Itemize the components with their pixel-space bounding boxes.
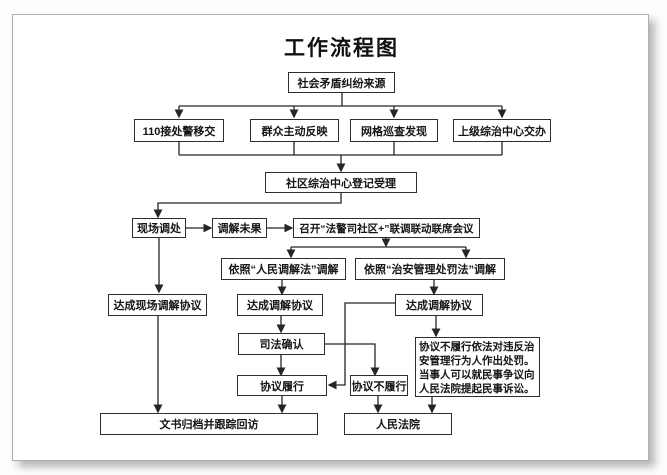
flow-node-court: 人民法院 bbox=[344, 413, 452, 435]
flow-node-agreement-right: 达成调解协议 bbox=[395, 294, 483, 316]
flow-node-not-performed: 协议不履行 bbox=[350, 375, 408, 396]
flow-node-masses: 群众主动反映 bbox=[250, 119, 339, 142]
flow-node-superior-center: 上级综治中心交办 bbox=[453, 119, 551, 142]
flow-node-mediation-failed: 调解未果 bbox=[212, 218, 267, 238]
edge-confirm-to-notperformed bbox=[325, 343, 380, 377]
flow-node-onsite-agreement: 达成现场调解协议 bbox=[108, 294, 207, 316]
page-title: 工作流程图 bbox=[284, 37, 399, 60]
flow-node-joint-meeting: 召开“法警司社区+”联调联动联席会议 bbox=[293, 218, 480, 238]
flow-node-people-mediation-law: 依照“人民调解法”调解 bbox=[221, 258, 346, 280]
flow-node-onsite-mediation: 现场调处 bbox=[132, 218, 186, 238]
flow-node-source: 社会矛盾纠纷来源 bbox=[288, 72, 395, 93]
flow-node-register: 社区综治中心登记受理 bbox=[265, 172, 417, 193]
flow-node-agreement-mid: 达成调解协议 bbox=[237, 294, 323, 316]
edge-register-to-onsite bbox=[153, 193, 342, 219]
flow-node-security-law: 依照“治安管理处罚法”调解 bbox=[355, 258, 505, 280]
flow-node-grid-patrol: 网格巡查发现 bbox=[350, 119, 438, 142]
flow-node-judicial-confirm: 司法确认 bbox=[238, 333, 325, 355]
edge-rightagreement-to-performed bbox=[327, 302, 395, 390]
flow-node-performed: 协议履行 bbox=[237, 375, 327, 396]
flow-node-archive: 文书归档并跟踪回访 bbox=[100, 413, 318, 435]
flow-node-punishment-note: 协议不履行依法对违反治安管理行为人作出处罚。当事人可以就民事争议向人民法院提起民… bbox=[415, 337, 540, 397]
flow-node-police110: 110接处警移交 bbox=[134, 119, 224, 142]
